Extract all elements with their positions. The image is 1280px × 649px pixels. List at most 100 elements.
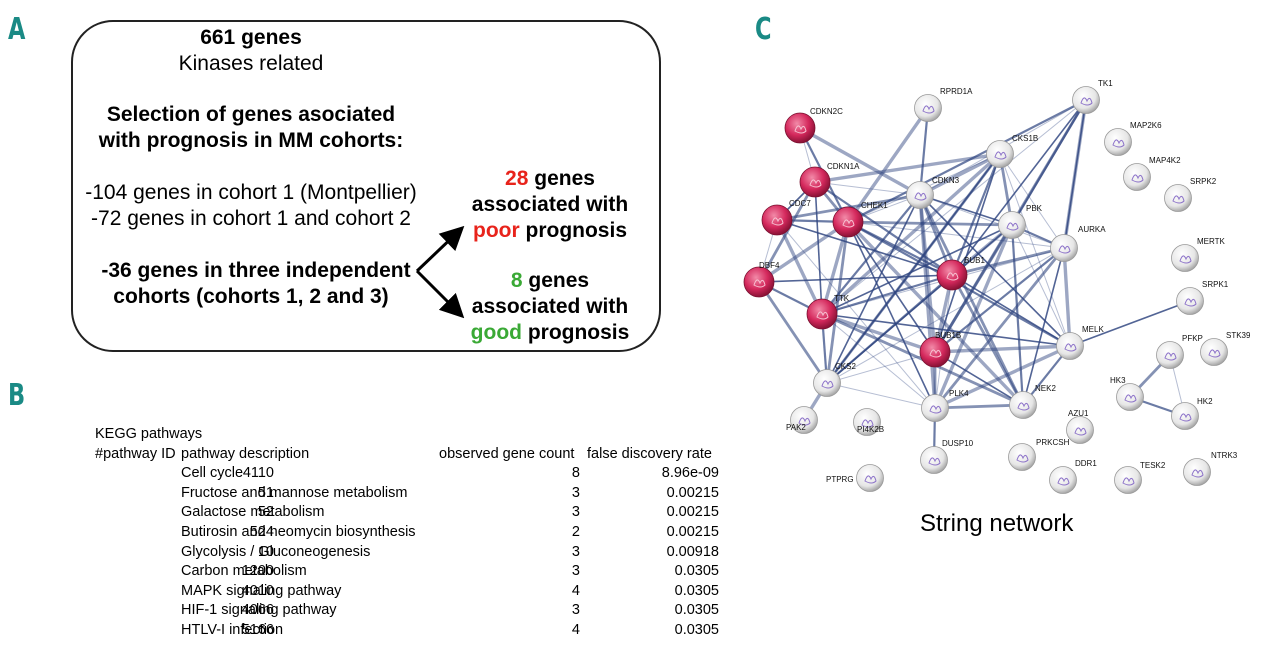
protein-structure-icon (922, 105, 935, 114)
protein-structure-icon (809, 179, 822, 188)
network-node-hk2: HK2 (1171, 397, 1213, 430)
pathway-desc: MAPK signaling pathway (181, 582, 342, 599)
network-edge (918, 194, 937, 409)
protein-structure-icon (1179, 255, 1192, 264)
node-label: AZU1 (1068, 409, 1089, 418)
network-edge (950, 153, 1002, 276)
network-edge (951, 274, 1071, 347)
branch-arrows (415, 225, 465, 319)
network-edge (999, 153, 1065, 249)
protein-structure-icon (1064, 343, 1077, 352)
node-label: NEK2 (1035, 384, 1056, 393)
node-label: TTK (834, 294, 850, 303)
pathway-desc: Cell cycle (181, 465, 244, 482)
network-node-srpk2: SRPK2 (1164, 177, 1217, 212)
good-prognosis-word: prognosis (521, 321, 630, 344)
network-edge (821, 273, 953, 316)
network-node-melk: MELK (1056, 325, 1104, 360)
network-edge (847, 221, 1065, 249)
protein-structure-icon (794, 125, 807, 134)
poor-count: 28 (505, 167, 529, 190)
gene-count: 3 (571, 563, 580, 580)
pathway-id: 52 (257, 504, 274, 521)
cohort-line-1: -104 genes in cohort 1 (Montpellier) (85, 181, 417, 204)
genes-count: 661 genes (200, 26, 302, 49)
network-node-srpk1: SRPK1 (1176, 280, 1229, 315)
protein-structure-icon (1191, 469, 1204, 478)
good-count: 8 (510, 269, 523, 292)
network-node-pbk: PBK (998, 204, 1043, 239)
protein-structure-icon (946, 272, 959, 281)
network-edge (826, 247, 1065, 384)
network-node-ttk: TTK (806, 294, 850, 330)
fdr-value: 0.00918 (666, 543, 719, 560)
network-edge (934, 403, 1024, 410)
network-edge (821, 194, 921, 315)
node-label: MERTK (1197, 237, 1226, 246)
good-prognosis-line: good prognosis (450, 320, 650, 346)
node-label: RPRD1A (940, 87, 973, 96)
network-caption: String network (920, 510, 1074, 537)
protein-structure-icon (1184, 298, 1197, 307)
gene-count: 3 (571, 543, 580, 560)
pathway-desc: HIF-1 signaling pathway (181, 602, 337, 619)
network-edge (847, 221, 936, 353)
network-edge (1063, 99, 1087, 249)
network-node-rprd1a: RPRD1A (914, 87, 973, 122)
network-edge (919, 152, 1001, 197)
network-node-ptprg: PTPRG (826, 464, 884, 492)
node-label: BUB1 (964, 256, 985, 265)
network-edge (821, 224, 1013, 315)
header-fdr: false discovery rate (587, 445, 712, 462)
fdr-value: 8.96e-09 (661, 465, 719, 482)
protein-structure-icon (928, 457, 941, 466)
network-edge (847, 99, 1087, 223)
node-label: STK39 (1226, 331, 1250, 340)
arrow-to-poor (415, 225, 465, 273)
poor-genes-word: genes (528, 167, 595, 190)
network-edge (999, 153, 1071, 347)
network-edge (826, 382, 936, 409)
network-node-prkcsh: PRKCSH (1008, 438, 1070, 471)
protein-structure-icon (1006, 222, 1019, 231)
kegg-title-row: KEGG pathways (95, 425, 735, 445)
protein-structure-icon (753, 279, 766, 288)
network-node-ntrk3: NTRK3 (1183, 451, 1238, 486)
network-edge (757, 281, 829, 384)
network-node-pak2: PAK2 (786, 406, 818, 434)
pathway-desc: Glycolysis / Gluconeogenesis (181, 543, 371, 560)
pathway-id: 5166 (241, 621, 274, 638)
network-node-dbf4: DBF4 (743, 261, 780, 298)
node-label: SRPK1 (1202, 280, 1229, 289)
network-edge (919, 194, 1013, 226)
genes-desc: Kinases related (178, 52, 324, 75)
network-node-stk39: STK39 (1200, 331, 1250, 366)
node-label: MAP4K2 (1149, 156, 1181, 165)
string-network: RPRD1ATK1CDKN2CMAP2K6CKS1BMAP4K2CDKN1ACD… (743, 79, 1250, 494)
protein-structure-icon (1124, 394, 1137, 403)
network-edge (826, 351, 936, 384)
network-edge (775, 219, 824, 315)
fdr-value: 0.0305 (674, 563, 719, 580)
fdr-value: 0.0305 (674, 582, 719, 599)
pathway-id: 4010 (241, 582, 274, 599)
poor-prognosis-word: prognosis (519, 219, 627, 242)
pathway-desc: Carbon metabolism (181, 563, 307, 580)
pathway-desc: Butirosin and neomycin biosynthesis (181, 523, 416, 540)
network-node-dusp10: DUSP10 (920, 439, 974, 474)
node-label: DBF4 (759, 261, 780, 270)
good-count-line: 8 genes (450, 268, 650, 294)
header-pathway-desc: pathway description (181, 445, 310, 462)
poor-count-line: 28 genes (450, 166, 650, 192)
protein-structure-icon (771, 217, 784, 226)
pathway-id: 524 (249, 523, 274, 540)
network-edge (799, 126, 921, 197)
network-edge (950, 274, 1025, 406)
good-word: good (470, 321, 522, 344)
